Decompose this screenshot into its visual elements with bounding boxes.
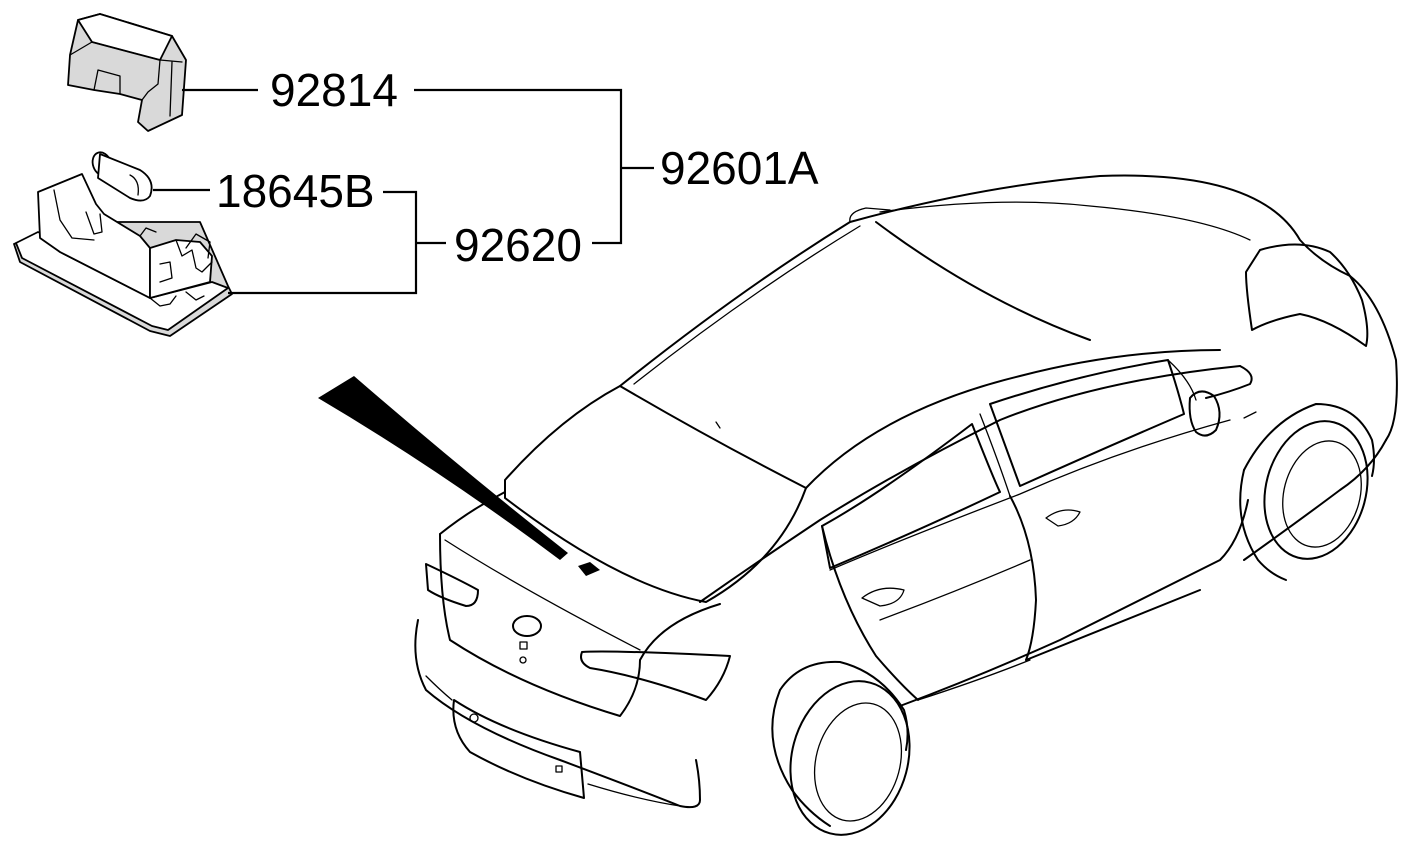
part-number-92814: 92814	[270, 64, 398, 116]
leader-lines	[153, 88, 654, 295]
location-pointer-arrow	[318, 376, 600, 576]
cover-part-drawing	[67, 13, 187, 132]
lamp-housing-drawing	[13, 173, 233, 337]
part-number-92601a: 92601A	[660, 142, 819, 194]
bulb-part-drawing	[91, 151, 153, 202]
part-labels: 92814 18645B 92601A 92620	[216, 64, 819, 271]
part-number-18645b: 18645B	[216, 165, 375, 217]
part-number-92620: 92620	[454, 219, 582, 271]
lamp-location-marker	[578, 562, 600, 576]
car-illustration	[414, 174, 1398, 836]
